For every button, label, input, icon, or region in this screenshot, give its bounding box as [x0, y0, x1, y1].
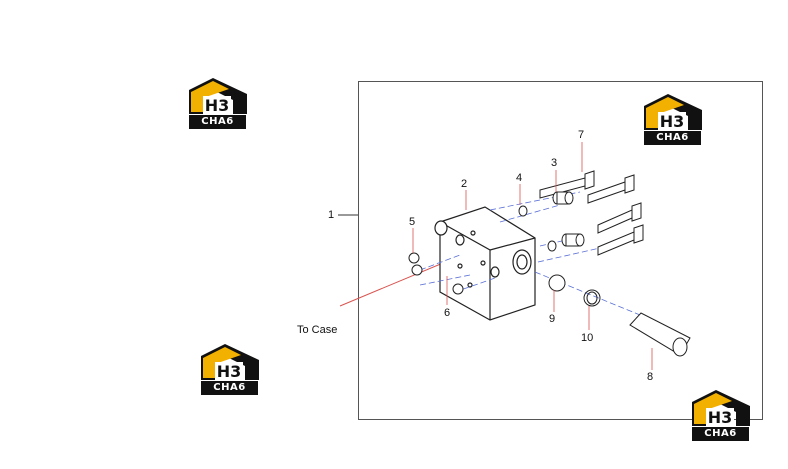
- callout-8: 8: [647, 371, 654, 383]
- logo-label: CHA6: [692, 427, 749, 441]
- callout-7: 7: [578, 129, 585, 141]
- o-rings: [408, 205, 557, 295]
- plug-8: [629, 312, 691, 357]
- logo-h3-1: H3 CHA6: [187, 76, 249, 132]
- logo-label: CHA6: [201, 381, 258, 395]
- logo-h3-2: H3 CHA6: [642, 92, 704, 148]
- callout-1: 1: [328, 209, 335, 221]
- svg-text:H3: H3: [205, 96, 230, 115]
- bolts: [539, 170, 644, 256]
- ring-10: [583, 289, 601, 307]
- callout-leaders: [412, 142, 653, 370]
- callout-5: 5: [409, 216, 416, 228]
- logo-label: CHA6: [644, 131, 701, 145]
- to-case-leader: [339, 257, 456, 307]
- svg-text:H3: H3: [660, 112, 685, 131]
- callout-6: 6: [444, 307, 451, 319]
- fittings: [552, 191, 585, 247]
- svg-text:H3: H3: [217, 362, 242, 381]
- logo-h3-3: H3 CHA6: [199, 342, 261, 398]
- callout-4: 4: [516, 172, 523, 184]
- diagram-frame: [358, 81, 763, 420]
- valve-body: [434, 206, 536, 321]
- gasket-9: [548, 274, 566, 292]
- callout-9: 9: [549, 313, 556, 325]
- logo-label: CHA6: [189, 115, 246, 129]
- svg-text:H3: H3: [708, 408, 733, 427]
- to-case-label: To Case: [297, 324, 338, 336]
- logo-h3-4: H3 CHA6: [690, 388, 752, 444]
- callout-2: 2: [461, 178, 468, 190]
- callout-10: 10: [581, 332, 594, 344]
- callout-3: 3: [551, 157, 558, 169]
